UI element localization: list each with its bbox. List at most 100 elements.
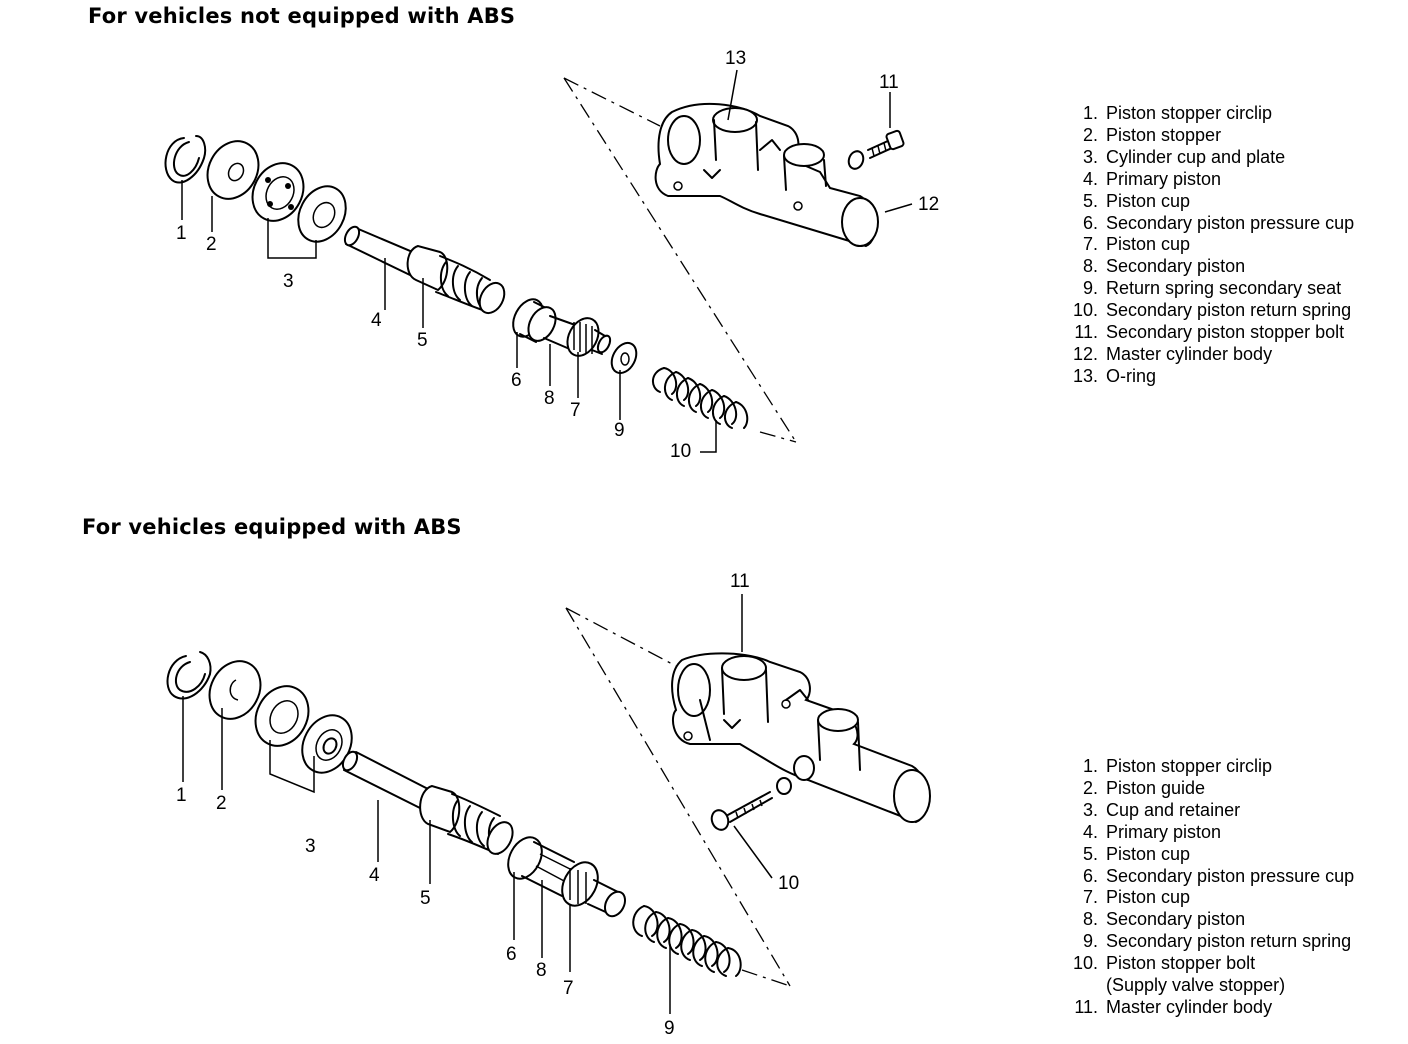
legend-text: Piston guide	[1106, 777, 1206, 798]
part-master-cylinder-body-abs	[671, 652, 931, 824]
part-secondary-piston-abs	[507, 836, 627, 918]
non-abs-legend-item: 3. Cylinder cup and plate	[1066, 147, 1354, 169]
abs-legend-item: (Supply valve stopper)	[1066, 975, 1354, 997]
callout-4-abs: 4	[369, 865, 380, 886]
legend-text: Return spring secondary seat	[1106, 278, 1342, 299]
part-piston-guide	[208, 660, 262, 720]
callout-7: 7	[570, 400, 581, 421]
callout-12: 12	[918, 194, 939, 215]
part-secondary-piston	[512, 298, 612, 357]
legend-number: 11.	[1074, 322, 1098, 343]
callout-2: 2	[206, 234, 217, 255]
part-return-spring-abs	[632, 905, 742, 977]
legend-text: Secondary piston stopper bolt	[1106, 322, 1345, 343]
legend-number: 3.	[1082, 146, 1098, 167]
legend-text: Primary piston	[1106, 821, 1222, 842]
legend-non-abs: 1. Piston stopper circlip 2. Piston stopper…	[1066, 103, 1354, 388]
callout-1-abs: 1	[176, 785, 187, 806]
part-piston-stopper-bolt	[710, 777, 792, 831]
legend-text: Piston cup	[1106, 887, 1191, 908]
non-abs-legend-item: 7.Piston cup	[1066, 234, 1354, 256]
legend-text: Piston stopper circlip	[1106, 103, 1273, 123]
legend-text: O-ring	[1106, 365, 1157, 386]
callout-9-abs: 9	[664, 1018, 675, 1039]
callout-8-abs: 8	[536, 960, 547, 981]
part-master-cylinder-body	[654, 102, 879, 248]
legend-number: 10.	[1072, 300, 1098, 321]
legend-text: (Supply valve stopper)	[1106, 975, 1286, 996]
part-circlip	[164, 135, 207, 184]
abs-legend-item: 2.Piston guide	[1066, 778, 1354, 800]
legend-number: 8.	[1082, 909, 1098, 930]
legend-text: Secondary piston	[1106, 909, 1246, 930]
abs-legend-item: 7. Piston cup	[1066, 887, 1354, 909]
legend-number: 10.	[1072, 953, 1098, 974]
diagram-non-abs: 1 2 3 4 5 6 8 7 9 10 11 12 13	[164, 48, 939, 462]
callout-5: 5	[417, 330, 428, 351]
abs-legend-item: 6.Secondary piston pressure cup	[1066, 866, 1354, 888]
section-title-abs: For vehicles equipped with ABS	[82, 515, 462, 539]
legend-text: Secondary piston pressure cup	[1106, 212, 1355, 233]
callout-8: 8	[544, 388, 555, 409]
callout-10: 10	[670, 441, 691, 462]
callout-5-abs: 5	[420, 888, 431, 909]
abs-legend-item: 8. Secondary piston	[1066, 909, 1354, 931]
non-abs-legend-item: 8. Secondary piston	[1066, 256, 1354, 278]
legend-text: Secondary piston	[1106, 256, 1246, 277]
legend-number: 7.	[1082, 234, 1098, 255]
part-stopper-bolt	[847, 129, 905, 170]
non-abs-legend-item: 9.Return spring secondary seat	[1066, 278, 1354, 300]
callout-13: 13	[725, 48, 746, 69]
legend-text: Master cylinder body	[1106, 343, 1273, 364]
non-abs-legend-item: 13.O-ring	[1066, 366, 1354, 388]
part-circlip-abs	[166, 651, 212, 700]
callout-3: 3	[283, 271, 294, 292]
legend-text: Primary piston	[1106, 168, 1222, 189]
callout-11: 11	[879, 72, 899, 93]
legend-number: 1.	[1082, 756, 1098, 776]
callout-6: 6	[511, 370, 522, 391]
legend-text: Cylinder cup and plate	[1106, 146, 1286, 167]
callout-7-abs: 7	[563, 978, 574, 999]
section-title-non-abs: For vehicles not equipped with ABS	[88, 4, 516, 28]
abs-legend-item: 11. Master cylinder body	[1066, 997, 1354, 1019]
non-abs-legend-item: 10.Secondary piston return spring	[1066, 300, 1354, 322]
legend-number: 5.	[1082, 843, 1098, 864]
non-abs-legend-item: 11. Secondary piston stopper bolt	[1066, 322, 1354, 344]
abs-legend-item: 4.Primary piston	[1066, 822, 1354, 844]
legend-text: Master cylinder body	[1106, 996, 1273, 1017]
part-return-spring	[652, 367, 749, 429]
legend-number: 4.	[1082, 168, 1098, 189]
part-primary-piston	[343, 225, 506, 315]
legend-number: 6.	[1082, 865, 1098, 886]
callout-2-abs: 2	[216, 793, 227, 814]
legend-number: 7.	[1082, 887, 1098, 908]
non-abs-legend-item: 4. Primary piston	[1066, 169, 1354, 191]
legend-number: 12.	[1072, 343, 1098, 364]
part-spring-seat	[610, 341, 638, 375]
legend-text: Secondary piston return spring	[1106, 931, 1352, 952]
part-piston-stopper	[206, 140, 260, 200]
legend-number: 2.	[1082, 124, 1098, 145]
abs-legend-item: 9. Secondary piston return spring	[1066, 931, 1354, 953]
part-primary-piston-abs	[341, 750, 514, 855]
callout-10-abs: 10	[778, 873, 799, 894]
abs-legend-item: 10. Piston stopper bolt	[1066, 953, 1354, 975]
abs-legend-item: 1.Piston stopper circlip	[1066, 756, 1354, 778]
diagram-abs: 1 2 3 4 5 6 8 7 9 10 11	[166, 571, 931, 1039]
legend-number: 11.	[1074, 996, 1098, 1017]
legend-text: Piston cup	[1106, 843, 1191, 864]
legend-number: 8.	[1082, 256, 1098, 277]
legend-number: 1.	[1082, 103, 1098, 123]
legend-number	[1066, 975, 1098, 997]
legend-text: Piston stopper bolt	[1106, 953, 1256, 974]
callout-1: 1	[176, 223, 187, 244]
legend-number: 9.	[1082, 931, 1098, 952]
legend-number: 5.	[1082, 190, 1098, 211]
part-cylinder-cup-and-plate	[251, 162, 347, 243]
non-abs-legend-item: 12. Master cylinder body	[1066, 344, 1354, 366]
legend-text: Cup and retainer	[1106, 799, 1241, 820]
legend-text: Piston stopper	[1106, 124, 1222, 145]
callout-9: 9	[614, 420, 625, 441]
